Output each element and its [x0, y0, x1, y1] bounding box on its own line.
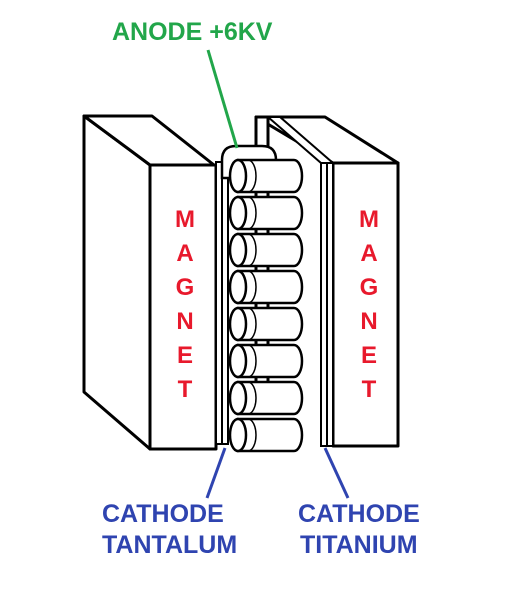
cathode-tantalum-label-line1: CATHODE	[102, 500, 224, 528]
titanium-plate-inner	[326, 162, 334, 447]
left-magnet-letter: T	[177, 376, 193, 403]
anode-cell-array	[220, 144, 304, 453]
right-magnet-letter: A	[360, 240, 378, 267]
left-magnet-letter: A	[176, 240, 194, 267]
right-magnet-letter: E	[360, 342, 377, 369]
titanium-leader-line	[323, 447, 350, 499]
left-magnet-side	[82, 114, 152, 451]
right-magnet-letter: N	[360, 308, 378, 335]
anode-cell	[228, 195, 304, 231]
anode-cell	[228, 269, 304, 305]
anode-cell	[228, 158, 304, 194]
anode-cell	[228, 343, 304, 379]
anode-cell	[228, 380, 304, 416]
tantalum-plate-inner	[221, 161, 229, 445]
tantalum-leader-line	[205, 447, 227, 499]
left-magnet-letter: M	[175, 206, 195, 233]
left-magnet-label: M A G N E T	[170, 208, 200, 412]
left-magnet-letter: E	[176, 342, 193, 369]
left-magnet-letter: G	[175, 274, 195, 301]
cathode-titanium-label-line2: TITANIUM	[300, 531, 418, 559]
anode-cell	[228, 306, 304, 342]
anode-cell	[228, 417, 304, 453]
tantalum-cathode-plates	[215, 161, 229, 445]
anode-cell	[228, 232, 304, 268]
right-magnet-label: M A G N E T	[354, 208, 384, 412]
right-magnet-letter: T	[361, 376, 377, 403]
cathode-tantalum-label-line2: TANTALUM	[102, 531, 238, 559]
titanium-cathode-plates	[265, 116, 336, 447]
right-magnet-letter: M	[359, 206, 379, 233]
left-magnet	[82, 114, 218, 451]
right-magnet-letter: G	[359, 274, 379, 301]
right-magnet-front	[331, 161, 400, 448]
left-magnet-front	[148, 163, 218, 451]
left-magnet-letter: N	[176, 308, 194, 335]
anode-leader-line	[206, 49, 239, 149]
cathode-titanium-label-line1: CATHODE	[298, 500, 420, 528]
anode-label: ANODE +6KV	[112, 18, 273, 46]
